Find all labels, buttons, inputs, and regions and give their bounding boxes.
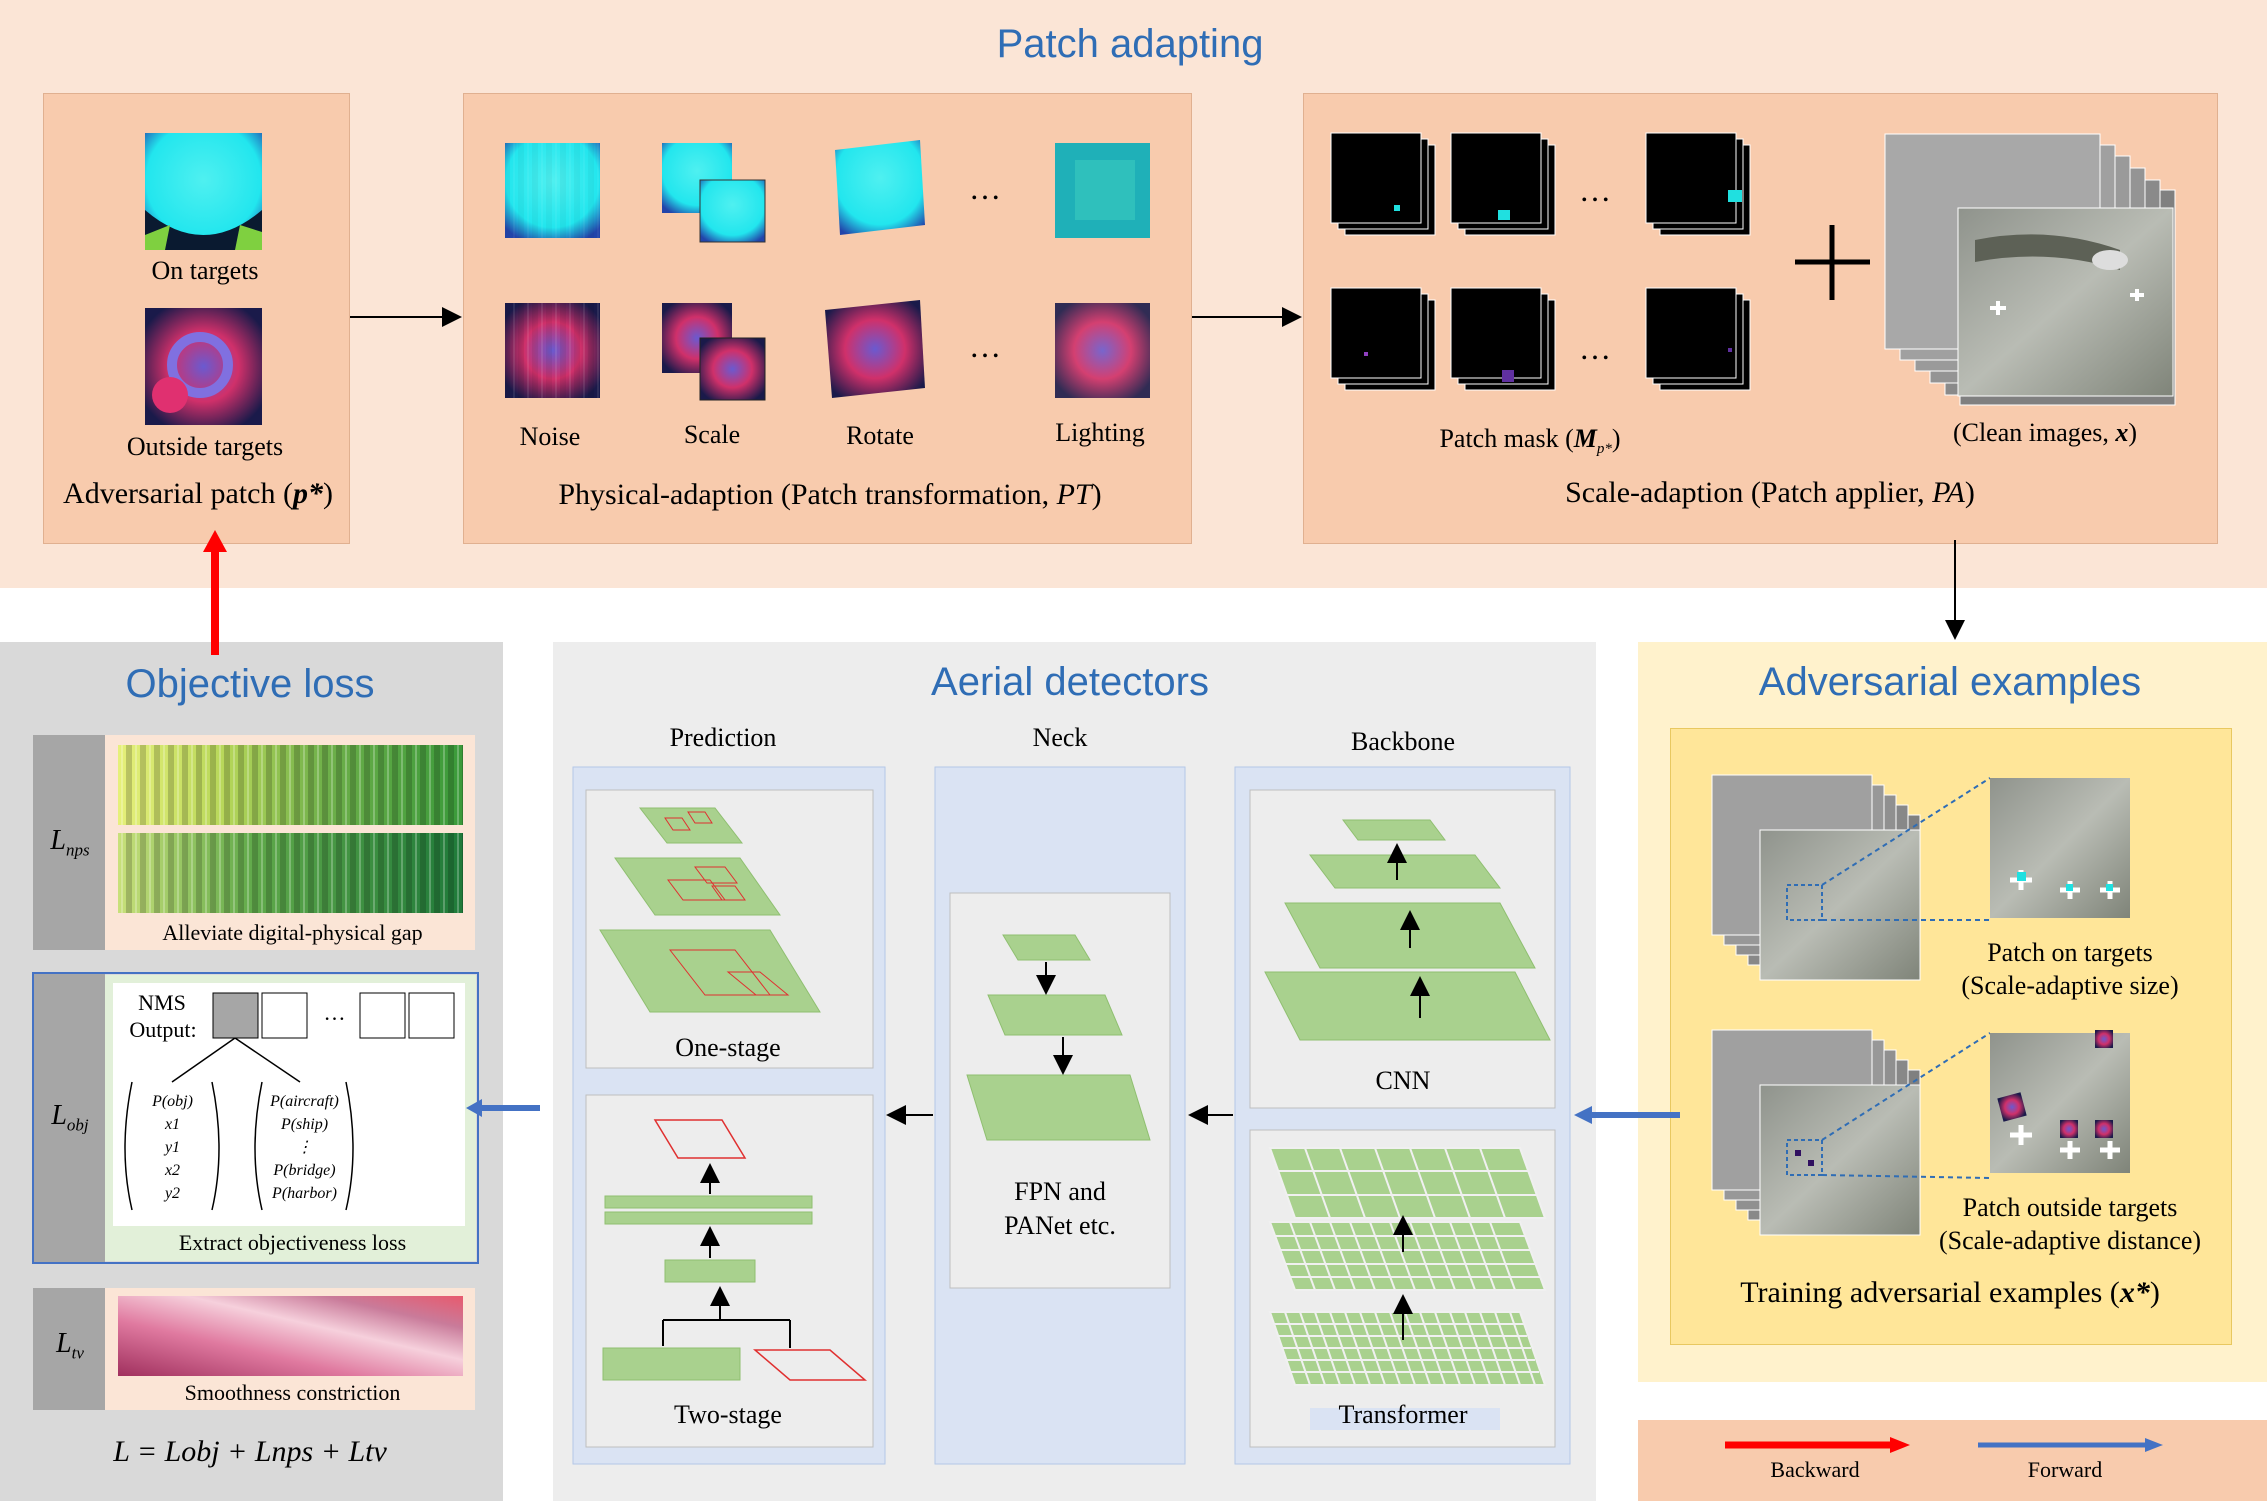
backward-legend-label: Backward xyxy=(1770,1457,1860,1482)
prediction-title: Prediction xyxy=(669,723,777,752)
rotate-transform-dark xyxy=(825,300,925,398)
mask-ellipsis-row1: … xyxy=(1579,172,1611,208)
left-vector-item: P(obj) xyxy=(152,1093,193,1110)
on-targets-patch-image xyxy=(145,133,262,250)
ellipsis-row1: … xyxy=(969,170,1001,206)
backward-arrow-head xyxy=(203,530,227,552)
neck-title: Neck xyxy=(1032,723,1088,752)
backward-legend-arrowhead xyxy=(1890,1437,1910,1453)
patch-mask-stack-5 xyxy=(1450,287,1556,391)
forward-legend-label: Forward xyxy=(2027,1457,2103,1482)
right-vector-item: ⋮ xyxy=(296,1139,313,1156)
patch-mask-label: Patch mask (Mp*) xyxy=(1439,424,1621,458)
scale-adaption-caption: Scale-adaption (Patch applier, PA) xyxy=(1565,476,1975,509)
clean-images-stack xyxy=(1884,133,2176,406)
scale-transform-cyan xyxy=(662,143,766,243)
noise-transform-cyan xyxy=(505,143,600,238)
rotate-transform-cyan xyxy=(835,140,925,235)
left-vector-item: y1 xyxy=(164,1139,181,1156)
patch-mask-stack-3 xyxy=(1645,132,1751,236)
noise-transform-dark xyxy=(505,303,600,398)
adv-stack-top xyxy=(1711,774,1991,981)
on-targets-line1: Patch on targets xyxy=(1987,938,2153,967)
outside-targets-line1: Patch outside targets xyxy=(1962,1193,2178,1222)
nps-color-strips xyxy=(118,745,463,913)
training-examples-caption: Training adversarial examples (x*) xyxy=(1740,1276,2160,1309)
nms-output-boxes xyxy=(212,992,455,1039)
one-stage-label: One-stage xyxy=(675,1033,781,1062)
lighting-label: Lighting xyxy=(1055,418,1145,447)
patch-adapting-title: Patch adapting xyxy=(996,22,1264,66)
tv-side-label-bg xyxy=(33,1288,105,1410)
two-stage-label: Two-stage xyxy=(674,1400,782,1429)
left-vector-item: y2 xyxy=(164,1185,181,1202)
right-vector-item: P(harbor) xyxy=(272,1185,337,1202)
cnn-pyramid xyxy=(1264,819,1551,1041)
neck-pyramid xyxy=(966,934,1151,1141)
patch-mask-stack-4 xyxy=(1330,287,1436,391)
two-stage-pyramid xyxy=(602,1119,868,1381)
ellipsis-row2: … xyxy=(969,328,1001,364)
cnn-label: CNN xyxy=(1375,1066,1431,1095)
patch-on-targets-zoom xyxy=(1990,778,2130,918)
adversarial-patch-caption: Adversarial patch (p*) xyxy=(63,477,333,510)
left-vector-item: x1 xyxy=(164,1116,181,1133)
rotate-label: Rotate xyxy=(846,421,914,450)
right-vector-item: P(aircraft) xyxy=(270,1093,339,1110)
physical-adaption-caption: Physical-adaption (Patch transformation,… xyxy=(558,478,1102,511)
on-targets-label: On targets xyxy=(151,256,259,285)
outside-targets-line2: (Scale-adaptive distance) xyxy=(1938,1226,2202,1255)
backbone-title: Backbone xyxy=(1351,727,1455,756)
nms-output-ellipsis: … xyxy=(323,1000,346,1025)
scale-label: Scale xyxy=(683,420,741,449)
scale-transform-dark xyxy=(662,303,766,401)
loss-formula: L = Lobj + Lnps + Ltv xyxy=(113,1435,387,1468)
transformer-pyramid xyxy=(1268,1147,1547,1386)
nms-output-label: Output: xyxy=(129,1017,197,1042)
legend-box xyxy=(1638,1420,2267,1501)
patch-mask-stack-2 xyxy=(1450,132,1556,236)
nps-caption: Alleviate digital-physical gap xyxy=(162,920,423,945)
aerial-detectors-title: Aerial detectors xyxy=(931,660,1209,704)
right-vector: P(aircraft) P(ship) ⋮ P(bridge) P(harbor… xyxy=(262,1090,347,1205)
on-targets-line2: (Scale-adaptive size) xyxy=(1961,971,2179,1000)
objective-loss-title: Objective loss xyxy=(125,662,375,706)
clean-images-label: (Clean images, x) xyxy=(1952,418,2138,447)
outside-targets-patch-image xyxy=(145,308,262,425)
lighting-transform-cyan xyxy=(1055,143,1150,238)
outside-targets-label: Outside targets xyxy=(126,432,284,461)
nms-label: NMS xyxy=(138,990,186,1015)
forward-legend-arrowhead xyxy=(2145,1438,2163,1452)
obj-caption: Extract objectiveness loss xyxy=(178,1230,407,1255)
neck-caption-line1: FPN and xyxy=(1014,1177,1106,1206)
left-vector: P(obj) x1 y1 x2 y2 xyxy=(135,1090,210,1205)
obj-side-label-bg xyxy=(33,973,105,1263)
nps-side-label-bg xyxy=(33,735,105,950)
tv-symbol: Ltv xyxy=(56,1328,84,1363)
mask-ellipsis-row2: … xyxy=(1579,330,1611,366)
obj-symbol: Lobj xyxy=(51,1100,89,1135)
patch-outside-targets-zoom xyxy=(1990,1030,2130,1173)
right-vector-item: P(bridge) xyxy=(273,1162,336,1179)
transformer-label: Transformer xyxy=(1338,1400,1468,1429)
left-vector-item: x2 xyxy=(164,1162,181,1179)
adversarial-examples-title: Adversarial examples xyxy=(1758,660,2142,704)
patch-mask-stack-6 xyxy=(1645,287,1751,391)
patch-mask-stack-1 xyxy=(1330,132,1436,236)
adv-stack-bottom xyxy=(1711,1029,1991,1236)
lighting-transform-dark xyxy=(1055,303,1150,398)
one-stage-pyramid xyxy=(599,807,821,1013)
tv-gradient-image xyxy=(118,1296,463,1376)
right-vector-item: P(ship) xyxy=(280,1116,329,1133)
nps-symbol: Lnps xyxy=(50,825,90,860)
noise-label: Noise xyxy=(519,422,581,451)
tv-caption: Smoothness constriction xyxy=(184,1380,401,1405)
neck-caption-line2: PANet etc. xyxy=(1004,1211,1116,1240)
